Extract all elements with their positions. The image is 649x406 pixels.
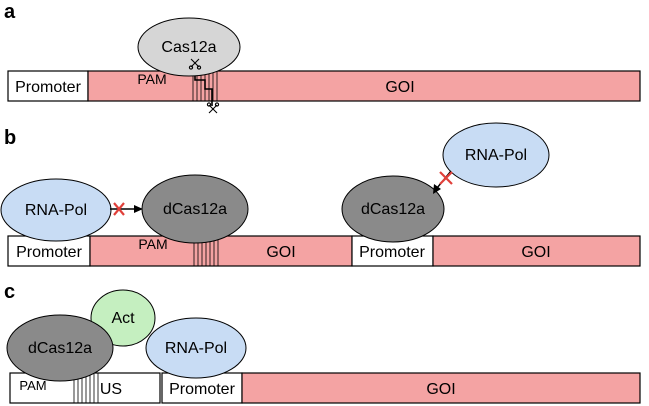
pam-label-c: PAM [19,378,46,393]
rna-pol-c [145,317,247,379]
scissors-icon [188,58,202,70]
dcas12a-left-label: dCas12a [163,201,227,218]
scissors-icon [206,102,220,114]
pam-label: PAM [137,71,166,87]
us-label: US [100,381,122,398]
red-x-icon [113,202,125,216]
rna-pol-right-label: RNA-Pol [465,147,527,164]
rna-pol-c-label: RNA-Pol [165,340,227,357]
promoter-label-left: Promoter [16,244,82,261]
cas12a-label: Cas12a [161,39,216,56]
panel-a: a Promoter PAM GOI Cas12a [4,1,641,114]
goi-label: GOI [385,79,414,96]
rna-pol-right [442,122,550,188]
panel-c: c PAM US Promoter GOI Act RNA-Pol dCas12… [4,281,641,404]
blocked-arrow-left [110,202,143,216]
promoter-label: Promoter [15,79,81,96]
panel-a-letter: a [4,1,16,23]
promoter-box [7,70,89,102]
upstream-box [9,372,161,404]
blocked-arrow-right [433,170,453,194]
goi-label-right: GOI [521,244,550,261]
promoter-label-right: Promoter [359,244,425,261]
dcas12a-right [341,175,445,243]
panel-b-letter: b [4,127,16,149]
gene-box [87,70,641,102]
staggered-cut-line [194,60,213,106]
protospacer-lines-c [73,373,99,403]
dcas12a-c-label: dCas12a [28,340,92,357]
gene-box-left [89,235,353,267]
cas12a-protein [137,17,241,77]
rna-pol-left [0,178,112,242]
rna-pol-left-label: RNA-Pol [25,202,87,219]
pam-label-b: PAM [138,236,167,252]
gene-box-c [241,372,641,404]
goi-label-left: GOI [266,244,295,261]
dcas12a-right-label: dCas12a [361,201,425,218]
panel-b: b Promoter PAM GOI Promoter GOI RNA-Pol [0,122,641,267]
dcas12a-c [6,314,114,382]
gene-box-right [432,235,641,267]
red-x-icon [439,171,453,185]
dcas12a-left [141,174,249,244]
goi-label-c: GOI [426,381,455,398]
panel-c-letter: c [4,281,15,303]
promoter-label-c: Promoter [169,381,235,398]
activator-label: Act [111,310,135,327]
